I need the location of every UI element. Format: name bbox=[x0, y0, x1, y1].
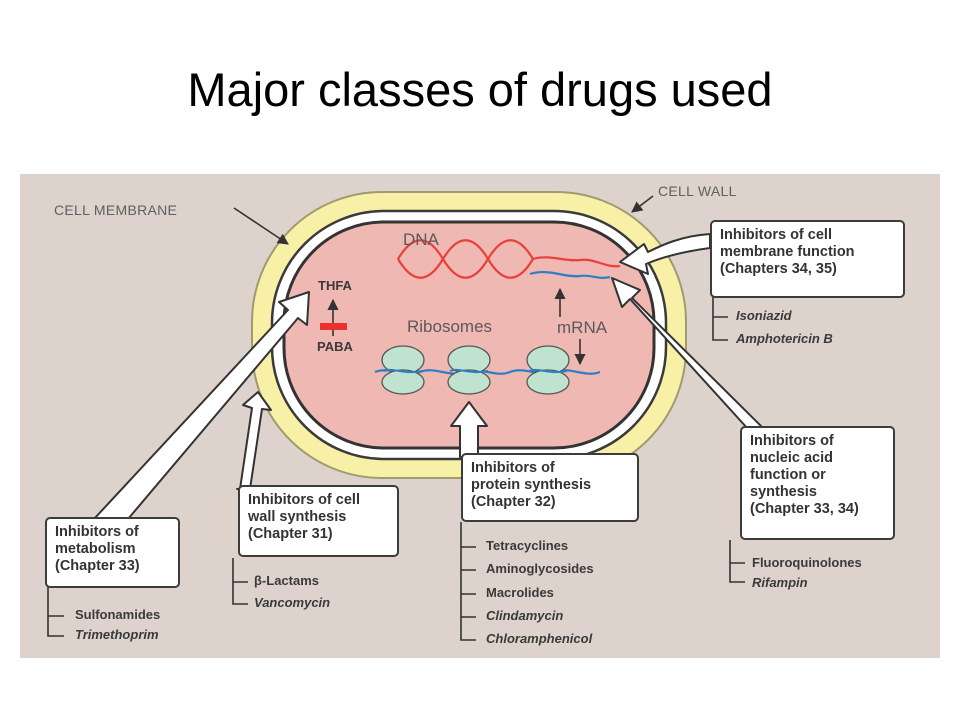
box-line: (Chapter 32) bbox=[471, 494, 556, 510]
protein-synthesis-inhibitors-box: Inhibitors of protein synthesis (Chapter… bbox=[461, 453, 639, 522]
ribosome bbox=[447, 345, 491, 395]
drug-name: Macrolides bbox=[486, 585, 554, 600]
drug-name: Isoniazid bbox=[736, 308, 792, 323]
ribosomes-label: Ribosomes bbox=[407, 317, 493, 336]
cell-wall-arrow bbox=[236, 391, 272, 490]
drug-name: Trimethoprim bbox=[75, 627, 159, 642]
dna-strand bbox=[397, 239, 534, 279]
metabolism-arrow bbox=[93, 291, 310, 520]
cell-wall-label: CELL WALL bbox=[658, 183, 737, 199]
box-line: (Chapter 33) bbox=[55, 558, 140, 574]
mrna-label: mRNA bbox=[557, 318, 608, 337]
box-line: Inhibitors of cell bbox=[248, 492, 360, 508]
membrane-function-arrow bbox=[619, 233, 711, 275]
drug-name: Rifampin bbox=[752, 575, 808, 590]
drug-name: Sulfonamides bbox=[75, 607, 161, 622]
protein-drug-bracket bbox=[460, 522, 476, 641]
slide-title: Major classes of drugs used bbox=[187, 63, 773, 116]
paba-label: PABA bbox=[317, 339, 353, 354]
drug-name: Aminoglycosides bbox=[486, 561, 594, 576]
dna-unwound-strand bbox=[532, 256, 621, 268]
drug-name: Tetracyclines bbox=[486, 538, 569, 553]
protein-synthesis-arrow bbox=[450, 401, 488, 458]
box-line: synthesis bbox=[750, 484, 817, 500]
drug-name: Amphotericin B bbox=[736, 331, 833, 346]
box-line: Inhibitors of bbox=[750, 433, 834, 449]
drug-name: Fluoroquinolones bbox=[752, 555, 862, 570]
membrane-function-inhibitors-box: Inhibitors of cell membrane function (Ch… bbox=[710, 220, 905, 298]
thfa-label: THFA bbox=[318, 278, 352, 293]
bacterial-cell-illustration bbox=[47, 191, 765, 641]
drug-name: Chloramphenicol bbox=[486, 631, 593, 646]
box-line: nucleic acid bbox=[750, 450, 834, 466]
cell-wall-inhibitors-box: Inhibitors of cell wall synthesis (Chapt… bbox=[238, 485, 399, 557]
ribosome bbox=[381, 345, 425, 395]
box-line: function or bbox=[750, 467, 826, 483]
drug-target-diagram: CELL MEMBRANE CELL WALL DNA THFA PABA Ri… bbox=[20, 174, 940, 658]
box-line: (Chapter 31) bbox=[248, 526, 333, 542]
box-line: Inhibitors of bbox=[55, 524, 139, 540]
drug-name: β-Lactams bbox=[254, 573, 320, 588]
membrane-drug-bracket bbox=[712, 297, 728, 341]
box-line: metabolism bbox=[55, 541, 136, 557]
inhibition-bar bbox=[320, 323, 347, 330]
box-line: membrane function bbox=[720, 244, 855, 260]
drug-name: Vancomycin bbox=[254, 595, 331, 610]
nucleic-acid-arrow bbox=[611, 277, 765, 430]
nucleic-acid-inhibitors-box: Inhibitors of nucleic acid function or s… bbox=[740, 426, 895, 540]
box-line: (Chapter 33, 34) bbox=[750, 501, 859, 517]
metabolism-inhibitors-box: Inhibitors of metabolism (Chapter 33) bbox=[45, 517, 180, 588]
metabolism-drug-bracket bbox=[47, 586, 64, 637]
cell-membrane-pointer bbox=[233, 207, 289, 245]
dna-label: DNA bbox=[403, 230, 439, 249]
nucleic-drug-bracket bbox=[729, 540, 745, 583]
drug-name: Clindamycin bbox=[486, 608, 564, 623]
box-line: protein synthesis bbox=[471, 477, 592, 493]
box-line: wall synthesis bbox=[248, 509, 347, 525]
ribosome bbox=[526, 345, 570, 395]
cell-wall-drug-bracket bbox=[232, 558, 248, 605]
box-line: Inhibitors of bbox=[471, 460, 555, 476]
cell-membrane-label: CELL MEMBRANE bbox=[54, 202, 178, 218]
cell-wall-pointer bbox=[631, 195, 654, 213]
mrna-transcript bbox=[529, 270, 611, 279]
box-line: (Chapters 34, 35) bbox=[720, 261, 837, 277]
box-line: Inhibitors of cell bbox=[720, 227, 832, 243]
dna-strand bbox=[397, 239, 534, 279]
